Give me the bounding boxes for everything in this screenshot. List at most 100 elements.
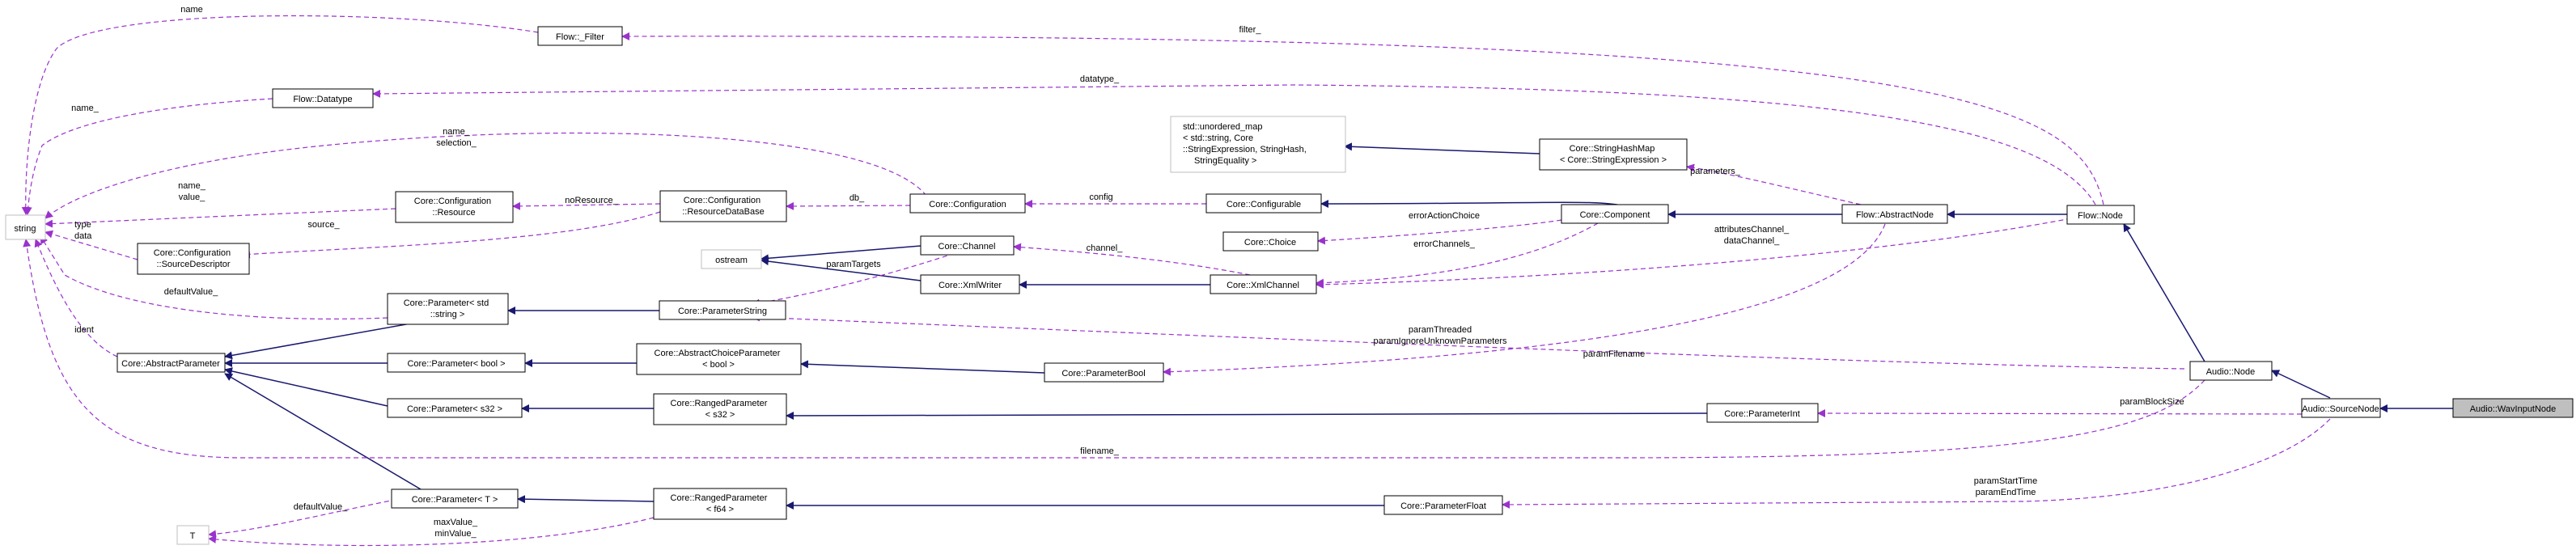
node-core-channel[interactable]: Core::Channel [920,235,1015,256]
node-core-configuration[interactable]: Core::Configuration [909,193,1026,214]
edge-label-db: db_ [849,193,865,203]
edge-label-name-datatype: name_ [71,104,100,113]
edge-sourcenode-to-audionode [2271,370,2331,399]
edge-label-param-block-size: paramBlockSize [2120,397,2184,407]
edge-channel-to-ostream [761,245,922,263]
node-flow-filter[interactable]: Flow::_Filter [537,26,623,46]
node-core-ranged-parameter-s32[interactable]: Core::RangedParameter < s32 > [653,393,787,425]
edge-unorderedmap-to-stringhashmap [1344,142,1540,154]
edge-label-name-selection: name_selection_ [436,127,477,148]
edge-resourcedb-resource [512,201,661,210]
node-core-string-hash-map[interactable]: Core::StringHashMap < Core::StringExpres… [1539,138,1688,171]
node-core-parameter-bool[interactable]: Core::ParameterBool [1044,362,1164,383]
edge-flownode-xmlchannel [1316,218,2072,289]
node-core-ranged-parameter-f64[interactable]: Core::RangedParameter < f64 > [653,488,787,520]
edge-label-channel: channel_ [1087,243,1124,253]
edge-label-default-value-t: defaultValue_ [294,502,348,512]
node-core-choice[interactable]: Core::Choice [1222,231,1319,252]
edge-parametert-to-abstractparameter [224,373,422,490]
edge-audionode-string-filename [23,239,2205,459]
node-core-source-descriptor[interactable]: Core::Configuration ::SourceDescriptor [137,243,250,275]
svg-text:Flow::Node: Flow::Node [2078,211,2123,221]
svg-text:Audio::Node: Audio::Node [2206,367,2256,377]
node-core-xml-writer[interactable]: Core::XmlWriter [920,274,1020,294]
edge-label-attributes-channel: attributesChannel_dataChannel_ [1714,225,1790,246]
svg-text:Core::XmlWriter: Core::XmlWriter [938,281,1002,290]
edge-label-param-filename: paramFilename [1583,349,1645,359]
svg-text:Flow::AbstractNode: Flow::AbstractNode [1856,210,1934,220]
edge-label-source: source_ [307,220,340,230]
svg-text:Core::ParameterInt: Core::ParameterInt [1724,409,1800,419]
node-core-xml-channel[interactable]: Core::XmlChannel [1210,274,1317,294]
node-core-parameter-int[interactable]: Core::ParameterInt [1706,403,1819,423]
node-audio-source-node[interactable]: Audio::SourceNode [2301,398,2381,418]
node-flow-node[interactable]: Flow::Node [2066,205,2135,225]
edge-label-name-value: name_value_ [178,181,206,202]
svg-text:Core::RangedParameter: Core::RangedParameter < s32 > [671,399,770,420]
edge-parameters32-to-abstractparameter [224,367,388,407]
svg-text:Core::Channel: Core::Channel [938,242,996,252]
edge-rangedf64-t-maxmin [208,517,655,547]
edge-abstractparameter-string [34,239,118,357]
node-core-resource-database[interactable]: Core::Configuration ::ResourceDataBase [659,190,787,222]
node-core-component[interactable]: Core::Component [1561,204,1669,224]
edge-filter-string-name [21,15,539,215]
edge-label-default-value-string: defaultValue_ [164,287,218,297]
node-core-parameter-string[interactable]: Core::ParameterString [659,300,786,320]
svg-text:Core::Component: Core::Component [1580,210,1650,220]
node-core-abstract-parameter[interactable]: Core::AbstractParameter [117,353,226,373]
nodes-layer: Audio::WavInputNode Audio::SourceNode Au… [5,26,2574,545]
node-core-abstract-choice-parameter[interactable]: Core::AbstractChoiceParameter < bool > [636,343,802,375]
svg-text:Core::Parameter< T >: Core::Parameter< T > [412,495,498,505]
svg-text:Core::Parameter< std :: Core::Parameter< std ::string > [404,298,492,319]
svg-text:Core::Configuration ::: Core::Configuration ::Resource [414,197,494,218]
svg-text:Core::StringHashMap <: Core::StringHashMap < Core::StringExpres… [1560,144,1667,165]
node-core-resource[interactable]: Core::Configuration ::Resource [395,191,514,223]
edge-label-no-resource: noResource_ [565,196,618,205]
node-template-t[interactable]: T [176,525,210,545]
edge-label-param-targets: paramTargets [826,260,881,269]
node-core-parameter-bool-template[interactable]: Core::Parameter< bool > [387,353,526,373]
node-core-parameter-float[interactable]: Core::ParameterFloat [1383,495,1503,515]
node-audio-wav-input-node[interactable]: Audio::WavInputNode [2452,398,2574,418]
edge-configuration-string-name [44,132,927,219]
edge-label-config: config [1089,192,1112,202]
svg-text:Core::Parameter< s32 >: Core::Parameter< s32 > [407,404,502,414]
node-core-parameter-s32[interactable]: Core::Parameter< s32 > [387,398,523,418]
edge-configuration-resourcedb [786,201,911,210]
node-flow-abstract-node[interactable]: Flow::AbstractNode [1841,204,1948,224]
svg-text:Core::RangedParameter: Core::RangedParameter < f64 > [671,493,770,514]
node-flow-datatype[interactable]: Flow::Datatype [272,88,374,108]
svg-text:Audio::SourceNode: Audio::SourceNode [2302,404,2379,414]
svg-text:string: string [15,224,36,234]
node-core-parameter-std-string[interactable]: Core::Parameter< std ::string > [387,293,509,325]
edge-abstractnode-stringhashmap [1686,163,1862,205]
node-std-unordered-map[interactable]: std::unordered_map < std::string, Core :… [1170,116,1346,173]
svg-text:Core::ParameterBool: Core::ParameterBool [1061,369,1145,378]
edge-channel-parameterstring [752,252,955,307]
node-string[interactable]: string [5,214,46,240]
svg-text:Core::AbstractParameter: Core::AbstractParameter [121,359,220,369]
edge-abstractnode-parameterbool [1163,223,1886,376]
svg-text:Core::Configuration ::: Core::Configuration ::ResourceDataBase [682,196,765,217]
edge-datatype-string-name [23,98,273,215]
node-ostream[interactable]: ostream [701,249,762,269]
edge-resourcedb-sourcedesc [242,211,661,259]
node-core-parameter-t[interactable]: Core::Parameter< T > [391,488,519,509]
edge-label-ident: ident [74,325,94,335]
svg-text:Core::Configuration ::: Core::Configuration ::SourceDescriptor [154,248,233,269]
svg-text:std::unordered_map < s: std::unordered_map < std::string, Core :… [1183,122,1309,166]
svg-text:Core::ParameterFloat: Core::ParameterFloat [1400,501,1486,511]
edge-parameterint-to-rangeds32 [786,411,1708,420]
edge-xmlwriter-to-ostream [761,257,922,281]
edge-label-max-min-value: maxValue_minValue_ [434,518,478,539]
edge-rangedf64-to-parametert [517,495,655,504]
svg-text:Core::Configuration: Core::Configuration [929,200,1006,209]
node-core-configurable[interactable]: Core::Configurable [1205,193,1322,214]
node-audio-node[interactable]: Audio::Node [2189,361,2273,381]
edge-flownode-filter [621,32,2104,205]
